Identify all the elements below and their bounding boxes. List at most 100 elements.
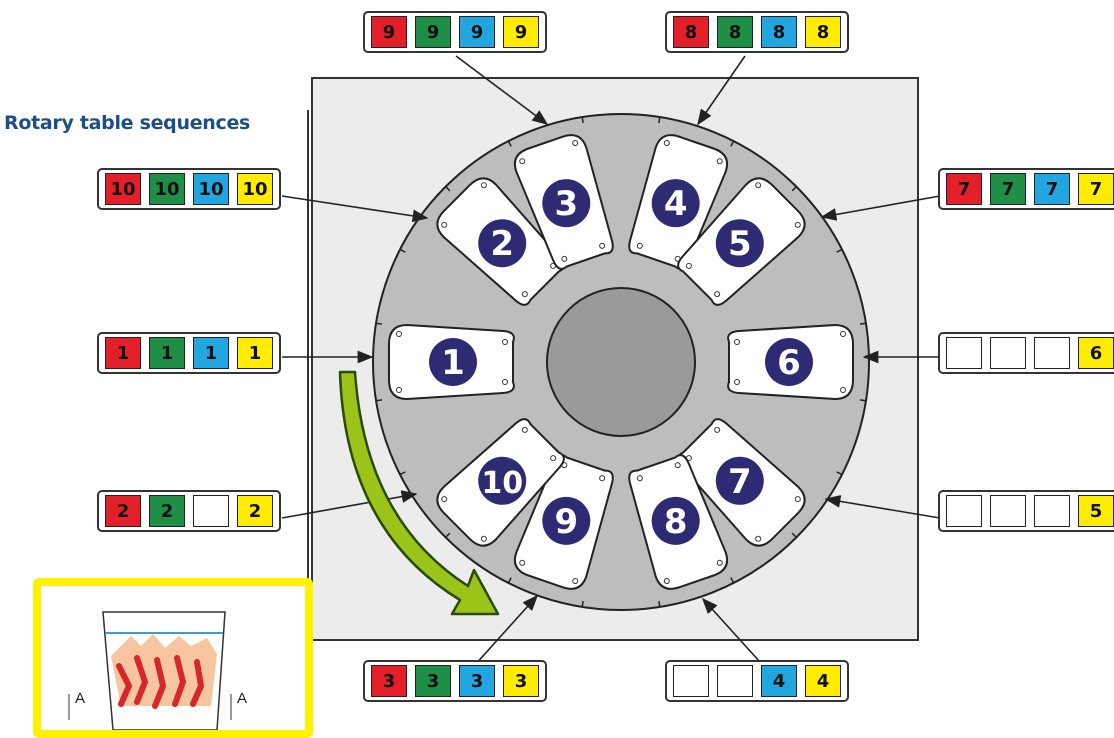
table-tick xyxy=(791,186,797,192)
mount-hole xyxy=(714,291,721,298)
station-number-disc xyxy=(651,496,700,545)
table-tick xyxy=(859,322,867,325)
table-tick xyxy=(581,116,584,124)
leader-arrow xyxy=(824,495,941,519)
leader-arrows xyxy=(281,55,941,687)
sequence-cell-blue: 1 xyxy=(193,337,229,369)
sequence-cell-yellow: 8 xyxy=(805,16,841,48)
table-tick xyxy=(375,322,383,325)
table-tick xyxy=(445,532,451,538)
section-label-left: A xyxy=(75,690,85,707)
station-number: 6 xyxy=(777,343,801,383)
table-tick xyxy=(730,577,735,584)
mount-hole xyxy=(734,339,740,345)
mount-hole xyxy=(663,139,670,146)
mount-hole xyxy=(521,291,528,298)
sequence-cell-green: 8 xyxy=(717,16,753,48)
station-number-disc xyxy=(715,219,764,268)
station-number-disc xyxy=(765,338,813,386)
mount-hole xyxy=(840,387,846,393)
sequence-cell-green: 10 xyxy=(149,173,185,205)
station-number-disc xyxy=(542,496,591,545)
sequence-cell-empty xyxy=(193,495,229,527)
mount-hole xyxy=(519,158,526,165)
mount-hole xyxy=(572,139,579,146)
leader-arrow xyxy=(281,195,429,223)
sequence-cell-yellow: 9 xyxy=(503,16,539,48)
station-number: 7 xyxy=(728,462,752,502)
table-tick xyxy=(859,399,867,402)
sequence-cell-green: 7 xyxy=(990,173,1026,205)
leader-arrow xyxy=(697,55,746,126)
mount-hole xyxy=(794,496,801,503)
leader-arrow xyxy=(701,597,761,663)
sequence-cell-empty xyxy=(717,665,753,697)
sequence-cell-green: 9 xyxy=(415,16,451,48)
mount-hole xyxy=(663,578,670,585)
sequence-cell-yellow: 10 xyxy=(237,173,273,205)
table-hub xyxy=(546,287,696,437)
station-number-disc xyxy=(542,179,591,228)
mount-hole xyxy=(441,221,448,228)
leader-arrow xyxy=(281,490,418,519)
mount-hole xyxy=(521,426,528,433)
table-tick xyxy=(399,471,406,476)
sequence-cell-blue: 8 xyxy=(761,16,797,48)
station-number: 2 xyxy=(490,224,514,264)
cup-illustration: A A xyxy=(68,611,247,730)
sequence-cell-empty xyxy=(673,665,709,697)
sequence-cell-red: 8 xyxy=(673,16,709,48)
table-ticks xyxy=(375,116,867,608)
mount-hole xyxy=(480,535,487,542)
sequence-cell-red: 2 xyxy=(105,495,141,527)
mount-hole xyxy=(636,242,643,249)
sequence-cell-blue: 9 xyxy=(459,16,495,48)
sequence-cell-yellow: 4 xyxy=(805,665,841,697)
table-tick xyxy=(399,248,406,253)
mount-hole xyxy=(550,455,557,462)
sequence-cell-blue: 10 xyxy=(193,173,229,205)
station-number-disc xyxy=(651,179,700,228)
mount-hole xyxy=(519,559,526,566)
mount-hole xyxy=(794,221,801,228)
section-label-right: A xyxy=(237,690,247,707)
station-number: 1 xyxy=(441,343,465,383)
station-number: 3 xyxy=(554,184,578,224)
mount-hole xyxy=(441,496,448,503)
station-number: 5 xyxy=(728,224,752,264)
mount-hole xyxy=(716,559,723,566)
sequence-cell-blue: 3 xyxy=(459,665,495,697)
sequence-cell-yellow: 5 xyxy=(1078,495,1114,527)
mount-hole xyxy=(561,255,568,262)
mount-hole xyxy=(396,387,402,393)
table-tick xyxy=(507,577,512,584)
station-number-disc xyxy=(478,456,527,505)
table-tick xyxy=(836,248,843,253)
mount-hole xyxy=(599,242,606,249)
mount-hole xyxy=(396,331,402,337)
mount-hole xyxy=(734,379,740,385)
station-number: 4 xyxy=(664,184,688,224)
mount-hole xyxy=(840,331,846,337)
sequence-box-seq-6: 6 xyxy=(938,332,1114,374)
sequence-cell-empty xyxy=(990,495,1026,527)
sequence-cell-empty xyxy=(1034,337,1070,369)
leader-arrow xyxy=(455,55,549,125)
table-tick xyxy=(791,532,797,538)
page-title: Rotary table sequences xyxy=(4,112,251,134)
station-number: 8 xyxy=(664,502,688,542)
mount-hole xyxy=(480,182,487,189)
sequence-cell-red: 3 xyxy=(371,665,407,697)
mount-hole xyxy=(502,379,508,385)
sequence-cell-green: 3 xyxy=(415,665,451,697)
table-tick xyxy=(658,116,661,124)
sequence-cell-empty xyxy=(946,337,982,369)
sequence-cell-red: 10 xyxy=(105,173,141,205)
sequence-cell-empty xyxy=(1034,495,1070,527)
